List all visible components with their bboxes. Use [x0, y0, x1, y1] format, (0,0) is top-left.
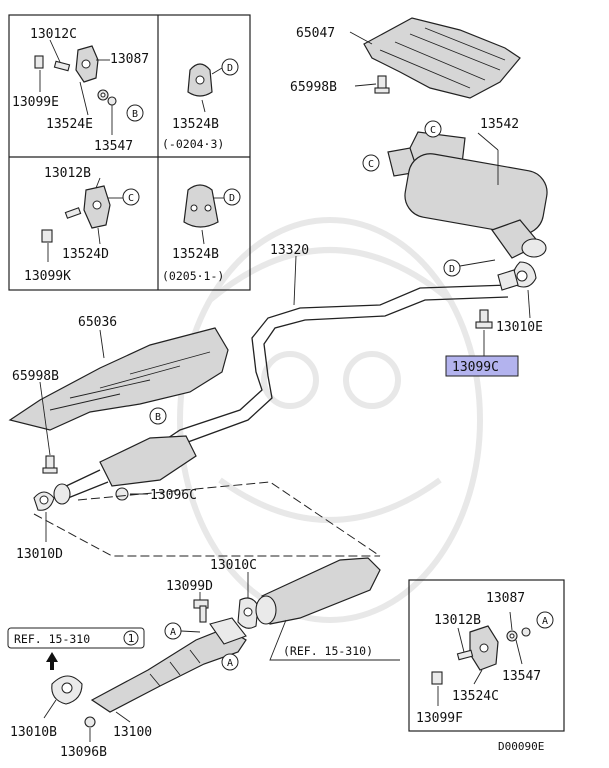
callout-c-muffler-2: C [362, 154, 380, 172]
svg-text:D: D [449, 264, 455, 275]
ref-leader [269, 619, 400, 661]
label-13524b-early: 13524B [172, 117, 219, 132]
muffler-13542 [387, 131, 548, 259]
label-13099d: 13099D [166, 579, 213, 594]
label-13542: 13542 [480, 117, 519, 132]
inset-box-hangers [8, 14, 251, 291]
label-13099k: 13099K [24, 269, 71, 284]
rubber-hanger-13524b-late [183, 184, 224, 245]
label-13099e: 13099E [12, 95, 59, 110]
dashed-link-1 [33, 513, 380, 557]
ref-15-310-mid: (REF. 15-310) [283, 644, 373, 658]
label-13010c: 13010C [210, 558, 257, 573]
gasket-13010b [51, 675, 83, 705]
label-13010b: 13010B [10, 725, 57, 740]
label-13087-br: 13087 [486, 591, 525, 606]
bolt-65998b-top [374, 75, 390, 94]
dashed-link-2 [77, 481, 381, 557]
callout-b-main: B [149, 407, 167, 425]
svg-text:C: C [368, 159, 374, 170]
diagram-id: D00090E [498, 740, 544, 753]
label-13012b-inset: 13012B [44, 166, 91, 181]
label-65036: 65036 [78, 315, 117, 330]
label-13010e: 13010E [496, 320, 543, 335]
heat-shield-65047 [363, 17, 521, 99]
highlight-13099c: 13099C [445, 355, 519, 377]
callout-a-inset: A [536, 611, 554, 629]
catalytic-converter [255, 557, 381, 625]
label-13099c: 13099C [452, 360, 499, 375]
hanger-set-13524c [431, 611, 531, 706]
watermark-logo [177, 217, 483, 623]
svg-text:D: D [227, 63, 233, 74]
svg-text:A: A [542, 616, 548, 627]
bolt-13099c [475, 309, 493, 329]
gasket-13010c [237, 597, 259, 629]
svg-text:A: A [170, 627, 176, 638]
front-pipe-13100 [90, 617, 247, 713]
callout-b-inset: B [126, 104, 144, 122]
label-13524c: 13524C [452, 689, 499, 704]
svg-text:1: 1 [128, 632, 135, 645]
label-13087-inset: 13087 [110, 52, 149, 67]
nut-13096b [84, 716, 96, 728]
label-13100: 13100 [113, 725, 152, 740]
inset-box-bottom-right [408, 579, 565, 732]
svg-text:A: A [227, 658, 233, 669]
gasket-13010e [497, 261, 537, 291]
ref-15-310-box: REF. 15-310 1 [7, 627, 145, 649]
label-65998b-top: 65998B [290, 80, 337, 95]
callout-c-inset: C [122, 188, 140, 206]
svg-text:B: B [132, 109, 138, 120]
hanger-set-13524e [34, 39, 117, 135]
label-13320: 13320 [270, 243, 309, 258]
callout-d-inset-2: D [223, 188, 241, 206]
label-13010d: 13010D [16, 547, 63, 562]
front-resonator [53, 435, 197, 505]
hanger-set-13524d [41, 177, 124, 262]
callout-a-pipe-2: A [221, 653, 239, 671]
bolt-13099d [193, 599, 209, 623]
callout-a-pipe-1: A [164, 622, 182, 640]
label-13524e: 13524E [46, 117, 93, 132]
label-65998b-left: 65998B [12, 369, 59, 384]
svg-text:REF. 15-310: REF. 15-310 [14, 632, 90, 646]
svg-text:B: B [155, 412, 161, 423]
callout-d-inset-1: D [221, 58, 239, 76]
date-range-late: (0205·1-) [162, 269, 224, 283]
label-13099f: 13099F [416, 711, 463, 726]
nut-13096c [115, 487, 129, 501]
label-13524d: 13524D [62, 247, 109, 262]
label-13012c: 13012C [30, 27, 77, 42]
svg-text:D: D [229, 193, 235, 204]
label-13096b: 13096B [60, 745, 107, 760]
up-arrow-icon [46, 652, 58, 670]
center-pipe-13320 [149, 284, 511, 463]
label-13012b-br: 13012B [434, 613, 481, 628]
label-13547-br: 13547 [502, 669, 541, 684]
heat-shield-65036 [8, 327, 229, 431]
label-13524b-late: 13524B [172, 247, 219, 262]
date-range-early: (-0204·3) [162, 137, 224, 151]
label-13547-inset: 13547 [94, 139, 133, 154]
rubber-hanger-13524b-early [187, 63, 223, 113]
bolt-65998b-left [42, 455, 58, 474]
callout-d-muffler: D [443, 259, 461, 277]
svg-text:C: C [430, 125, 436, 136]
callout-c-muffler-1: C [424, 120, 442, 138]
svg-text:C: C [128, 193, 134, 204]
label-65047: 65047 [296, 26, 335, 41]
label-13096c: 13096C [150, 488, 197, 503]
gasket-13010d [33, 491, 55, 511]
